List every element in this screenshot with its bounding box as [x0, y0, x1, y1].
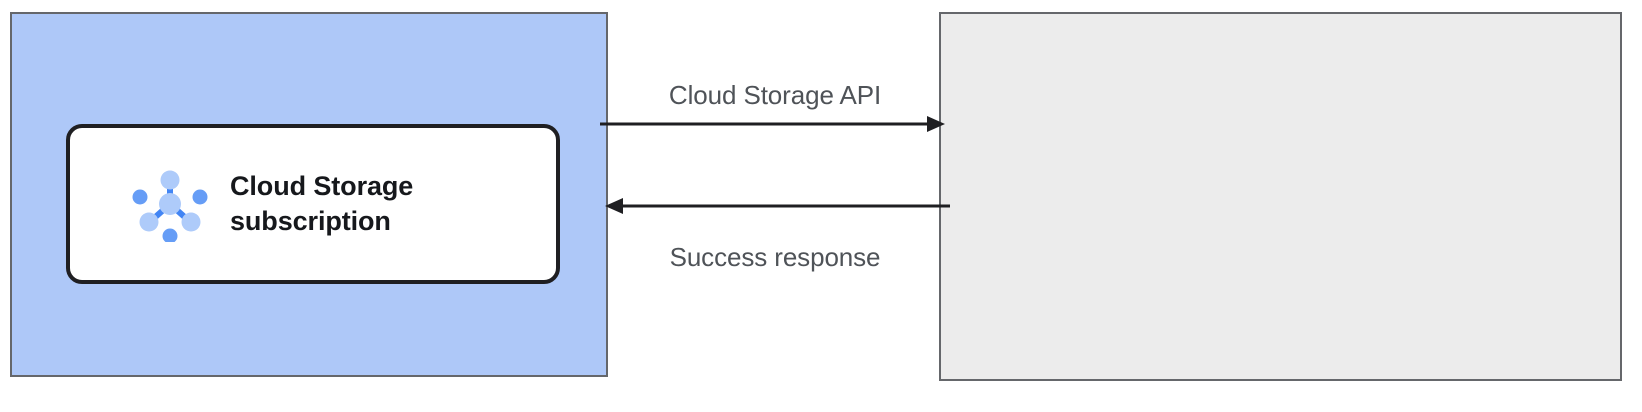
- success-response-flow: Success response: [600, 196, 950, 288]
- cloud-storage-api-label: Cloud Storage API: [668, 80, 882, 110]
- cloud-storage-api-flow: Cloud Storage API: [600, 60, 950, 140]
- subscription-card-label: Cloud Storage subscription: [230, 171, 414, 236]
- cloud-storage-subscription-card[interactable]: Cloud Storage subscription: [66, 124, 560, 284]
- arrow-right-icon: [600, 116, 945, 132]
- bucket-panel: Cloud Storage bucket: [939, 12, 1622, 381]
- arrow-left-icon: [605, 198, 950, 214]
- subscription-panel: Cloud Storage subscription: [10, 12, 608, 377]
- success-response-label: Success response: [669, 242, 881, 272]
- pubsub-subscription-icon: [132, 170, 208, 242]
